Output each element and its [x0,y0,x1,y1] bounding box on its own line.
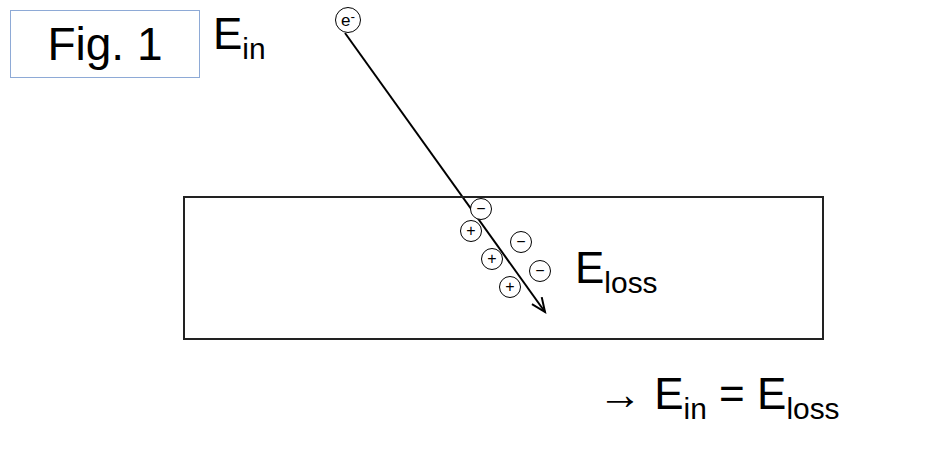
track-line [345,33,545,312]
energy-loss-label: Eloss [575,244,658,299]
charge-circle: − [470,198,492,220]
charge-circle: − [529,260,551,282]
charge-sign: − [476,201,485,217]
electron-circle: e- [335,7,361,33]
figure-label: Fig. 1 [47,19,162,70]
charge-sign: − [516,234,525,250]
energy-in-label: Ein [213,10,266,65]
track-arrowhead [532,297,545,312]
charge-circle: + [460,220,482,242]
electron-label: e- [341,10,355,30]
charge-sign: + [466,223,475,239]
charge-sign: + [505,279,514,295]
charge-sign: + [487,251,496,267]
energy-equation: → Ein = Eloss [598,370,840,425]
charge-sign: − [535,263,544,279]
charge-circle: − [510,231,532,253]
material-slab: Eloss−+−+−+ [183,196,824,340]
charge-circle: + [481,248,503,270]
charge-circle: + [499,276,521,298]
figure-tag-box: Fig. 1 [10,10,200,78]
